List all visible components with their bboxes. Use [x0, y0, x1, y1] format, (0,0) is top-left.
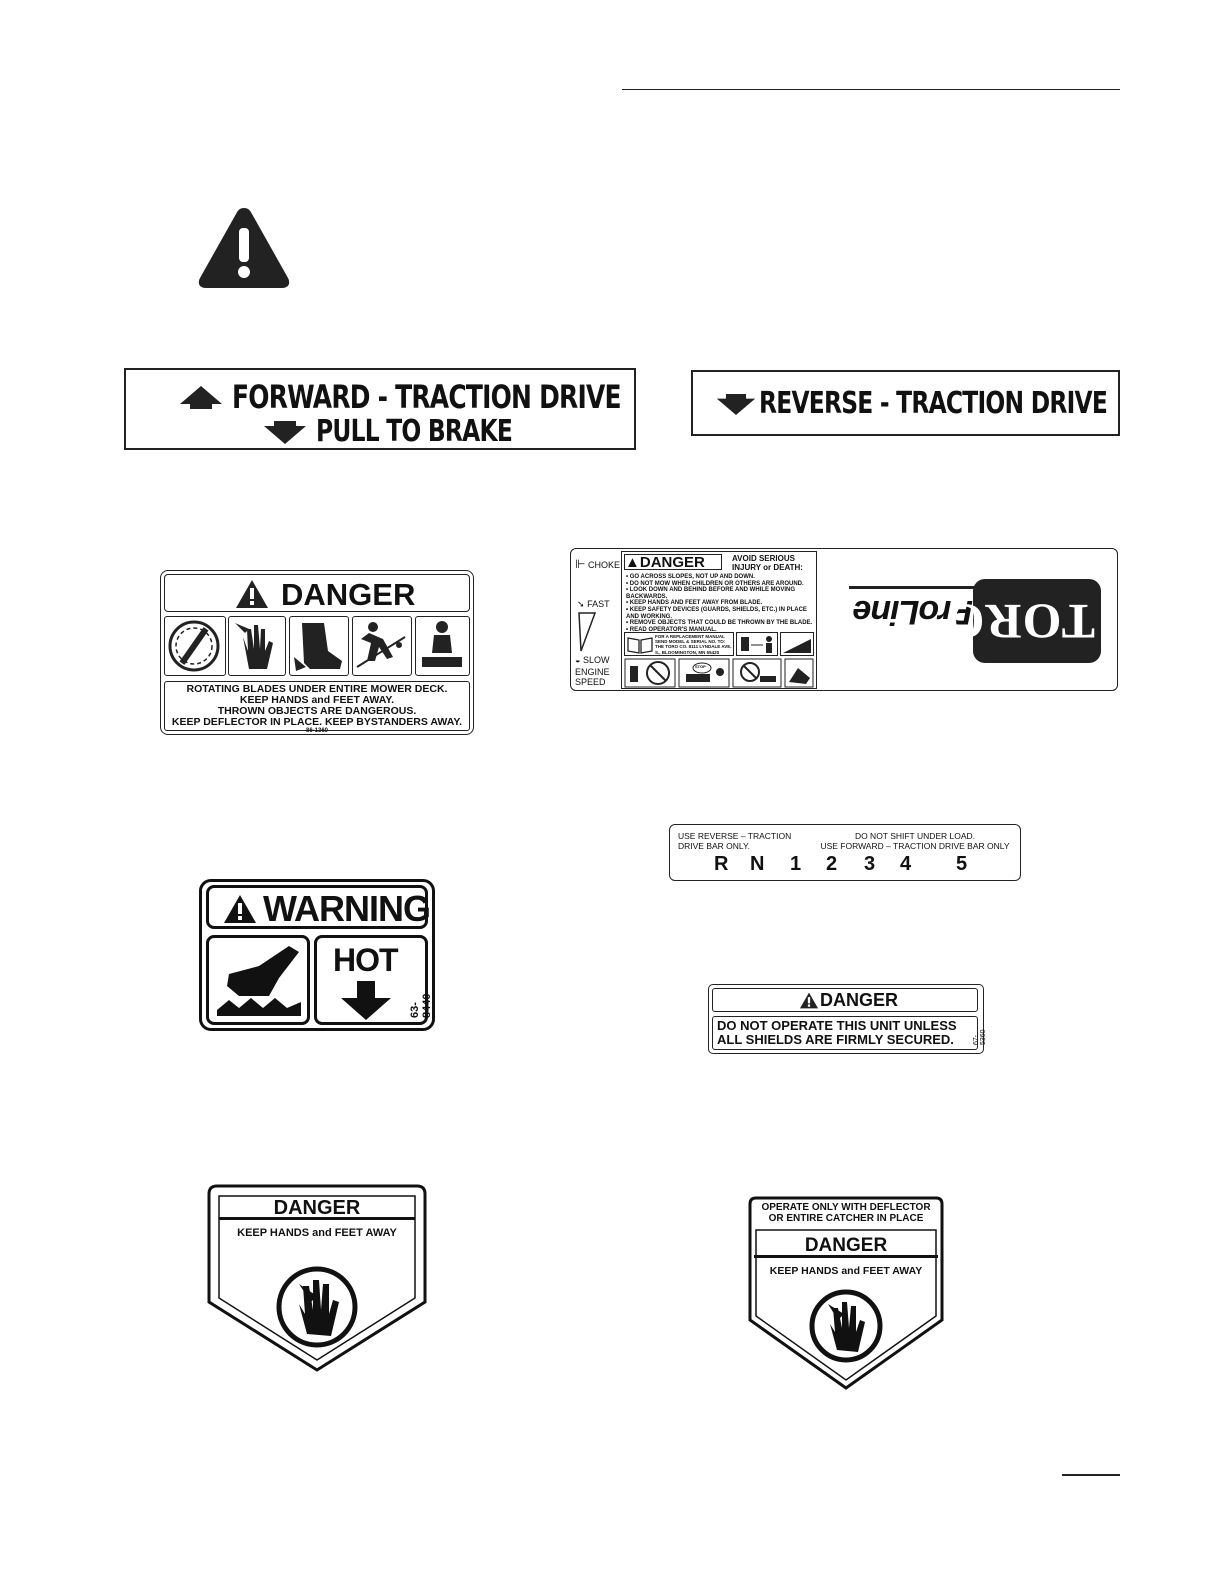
bystander-icon	[415, 616, 470, 676]
brake-line: PULL TO BRAKE	[316, 414, 513, 449]
part-number: 86-1360	[305, 728, 329, 734]
speed-wedge-icon	[578, 612, 597, 652]
safety-alert-icon	[198, 208, 290, 288]
footer-rule	[1062, 1474, 1120, 1476]
warning-header-box: WARNING	[206, 885, 431, 929]
down-arrow-icon	[341, 981, 391, 1020]
danger-hands-decal-2-shape	[748, 1196, 944, 1390]
warning-hot-decal: WARNING HOT 63-8440	[199, 879, 435, 1031]
down-arrow-icon	[264, 421, 306, 444]
deflector-text: OPERATE ONLY WITH DEFLECTOR OR ENTIRE CA…	[761, 1202, 931, 1224]
alert-triangle-icon	[236, 580, 268, 608]
blades-line: THROWN OBJECTS ARE DANGEROUS.	[217, 705, 417, 717]
manual-book-icon	[627, 637, 653, 654]
danger-header-box: DANGER	[164, 574, 470, 612]
shields-text-box: DO NOT OPERATE THIS UNIT UNLESS ALL SHIE…	[712, 1016, 978, 1050]
part-number: 67-5360	[973, 1029, 987, 1045]
hot-box: HOT 63-8440	[314, 935, 433, 1025]
danger-hands-decal-1: DANGER KEEP HANDS and FEET AWAY	[219, 1196, 415, 1248]
hot-hand-box	[206, 935, 310, 1025]
danger-hands-decal-shape	[207, 1184, 427, 1372]
hands-sub: KEEP HANDS and FEET AWAY	[769, 1265, 923, 1277]
gear-4: 4	[900, 853, 912, 875]
shields-title: DANGER	[820, 990, 899, 1010]
bystander-distance-icon	[736, 632, 778, 656]
rotating-blade-icon	[164, 616, 226, 676]
part-number: 63-8440	[409, 993, 433, 1018]
gear-3: 3	[864, 853, 876, 875]
rabbit-icon: ➘	[577, 599, 585, 609]
deflector-icon	[784, 658, 814, 688]
no-children-icon	[624, 658, 676, 688]
reverse-traction-decal: REVERSE - TRACTION DRIVE	[691, 370, 1120, 436]
down-arrow-icon	[716, 394, 756, 416]
gear-n: N	[750, 853, 765, 875]
manual-text: FOR A REPLACEMENT MANUAL SEND MODEL & SE…	[655, 634, 732, 655]
alert-triangle-icon	[799, 992, 819, 1009]
fast-label: ➘ FAST	[577, 599, 610, 609]
shift-right-text: DO NOT SHIFT UNDER LOAD.USE FORWARD – TR…	[820, 831, 1010, 851]
gear-2: 2	[826, 853, 838, 875]
danger-title: DANGER	[281, 577, 416, 612]
manual-icon-box: FOR A REPLACEMENT MANUAL SEND MODEL & SE…	[624, 632, 734, 656]
pictogram-row	[164, 616, 470, 678]
slow-label: ◒ SLOW	[575, 655, 610, 665]
gear-1: 1	[790, 853, 802, 875]
header-rule	[622, 89, 1120, 90]
danger-hands-decal-2: OPERATE ONLY WITH DEFLECTOR OR ENTIRE CA…	[754, 1202, 938, 1282]
hand-cut-icon	[228, 616, 286, 676]
choke-label: ⊩ CHOKE	[575, 557, 620, 571]
warning-title: WARNING	[263, 888, 431, 929]
shields-header-box: DANGER	[712, 988, 978, 1012]
console-pictogram-row: STOP	[624, 658, 814, 688]
alert-triangle-icon	[224, 895, 256, 923]
blades-line: KEEP DEFLECTOR IN PLACE. KEEP BYSTANDERS…	[171, 716, 463, 728]
turtle-icon: ◒	[575, 655, 581, 665]
blades-text-box: ROTATING BLADES UNDER ENTIRE MOWER DECK.…	[164, 681, 470, 734]
reverse-line: REVERSE - TRACTION DRIVE	[759, 386, 1108, 421]
stop-label: STOP	[695, 664, 706, 669]
hands-title: DANGER	[754, 1234, 938, 1258]
blades-line: ROTATING BLADES UNDER ENTIRE MOWER DECK.	[186, 683, 448, 695]
gear-r: R	[714, 853, 729, 875]
danger-blades-decal: DANGER ROTATING BLADES UNDER ENTIRE MOWE…	[160, 570, 474, 735]
stop-reverse-icon	[678, 658, 730, 688]
foot-cut-icon	[289, 616, 349, 676]
slope-icon	[780, 632, 814, 656]
hot-label: HOT	[333, 942, 399, 978]
forward-traction-decal: FORWARD - TRACTION DRIVE PULL TO BRAKE	[124, 368, 636, 450]
blades-line: KEEP HANDS and FEET AWAY.	[239, 694, 395, 706]
toro-logo: TORO	[945, 579, 1101, 663]
danger-shields-decal: DANGER DO NOT OPERATE THIS UNIT UNLESS A…	[708, 984, 987, 1054]
thrown-object-icon	[732, 658, 782, 688]
console-bullets: • GO ACROSS SLOPES, NOT UP AND DOWN. • D…	[626, 574, 813, 633]
thrown-object-icon	[352, 616, 412, 676]
hands-title: DANGER	[219, 1196, 415, 1220]
choke-icon: ⊩	[575, 557, 586, 571]
up-arrow-icon	[180, 386, 222, 409]
gear-5: 5	[956, 853, 968, 875]
forward-line: FORWARD - TRACTION DRIVE	[232, 378, 622, 416]
proline-underline	[849, 586, 979, 589]
hands-sub: KEEP HANDS and FEET AWAY	[237, 1227, 397, 1239]
console-danger-header: ▲DANGER	[624, 554, 722, 571]
alert-triangle-icon: ▲	[625, 554, 640, 571]
